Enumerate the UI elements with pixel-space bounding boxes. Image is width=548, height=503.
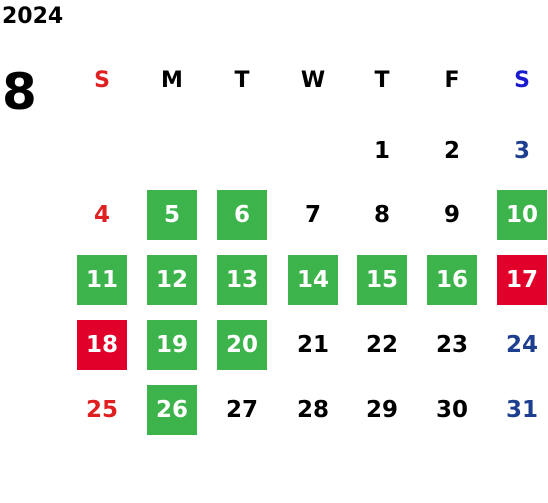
day-cell-25[interactable]: 25	[85, 397, 118, 423]
day-cell-30[interactable]: 30	[435, 397, 468, 423]
year-label: 2024	[2, 4, 64, 29]
day-cell-15[interactable]: 15	[357, 255, 407, 305]
day-cell-24[interactable]: 24	[505, 332, 538, 358]
day-cell-2[interactable]: 2	[443, 138, 460, 164]
day-cell-3[interactable]: 3	[513, 138, 530, 164]
weekday-header-sunday: S	[94, 68, 110, 93]
weekday-header-wednesday: W	[300, 68, 326, 93]
day-cell-28[interactable]: 28	[296, 397, 329, 423]
day-cell-6[interactable]: 6	[217, 190, 267, 240]
day-cell-5[interactable]: 5	[147, 190, 197, 240]
day-cell-17[interactable]: 17	[497, 255, 547, 305]
day-cell-20[interactable]: 20	[217, 320, 267, 370]
weekday-header-tuesday: T	[234, 68, 250, 93]
day-cell-10[interactable]: 10	[497, 190, 547, 240]
weekday-header-thursday: T	[374, 68, 390, 93]
day-cell-18[interactable]: 18	[77, 320, 127, 370]
weekday-header-friday: F	[444, 68, 460, 93]
day-cell-9[interactable]: 9	[443, 202, 460, 228]
day-cell-27[interactable]: 27	[225, 397, 258, 423]
day-cell-31[interactable]: 31	[505, 397, 538, 423]
day-cell-29[interactable]: 29	[365, 397, 398, 423]
day-cell-1[interactable]: 1	[373, 138, 390, 164]
day-cell-8[interactable]: 8	[373, 202, 390, 228]
day-cell-4[interactable]: 4	[93, 202, 110, 228]
day-cell-26[interactable]: 26	[147, 385, 197, 435]
day-cell-12[interactable]: 12	[147, 255, 197, 305]
day-cell-11[interactable]: 11	[77, 255, 127, 305]
day-cell-16[interactable]: 16	[427, 255, 477, 305]
weekday-header-saturday: S	[514, 68, 530, 93]
weekday-header-monday: M	[161, 68, 183, 93]
day-cell-14[interactable]: 14	[288, 255, 338, 305]
day-cell-13[interactable]: 13	[217, 255, 267, 305]
month-number: 8	[2, 63, 37, 121]
day-cell-7[interactable]: 7	[304, 202, 321, 228]
day-cell-19[interactable]: 19	[147, 320, 197, 370]
day-cell-21[interactable]: 21	[296, 332, 329, 358]
day-cell-22[interactable]: 22	[365, 332, 398, 358]
day-cell-23[interactable]: 23	[435, 332, 468, 358]
